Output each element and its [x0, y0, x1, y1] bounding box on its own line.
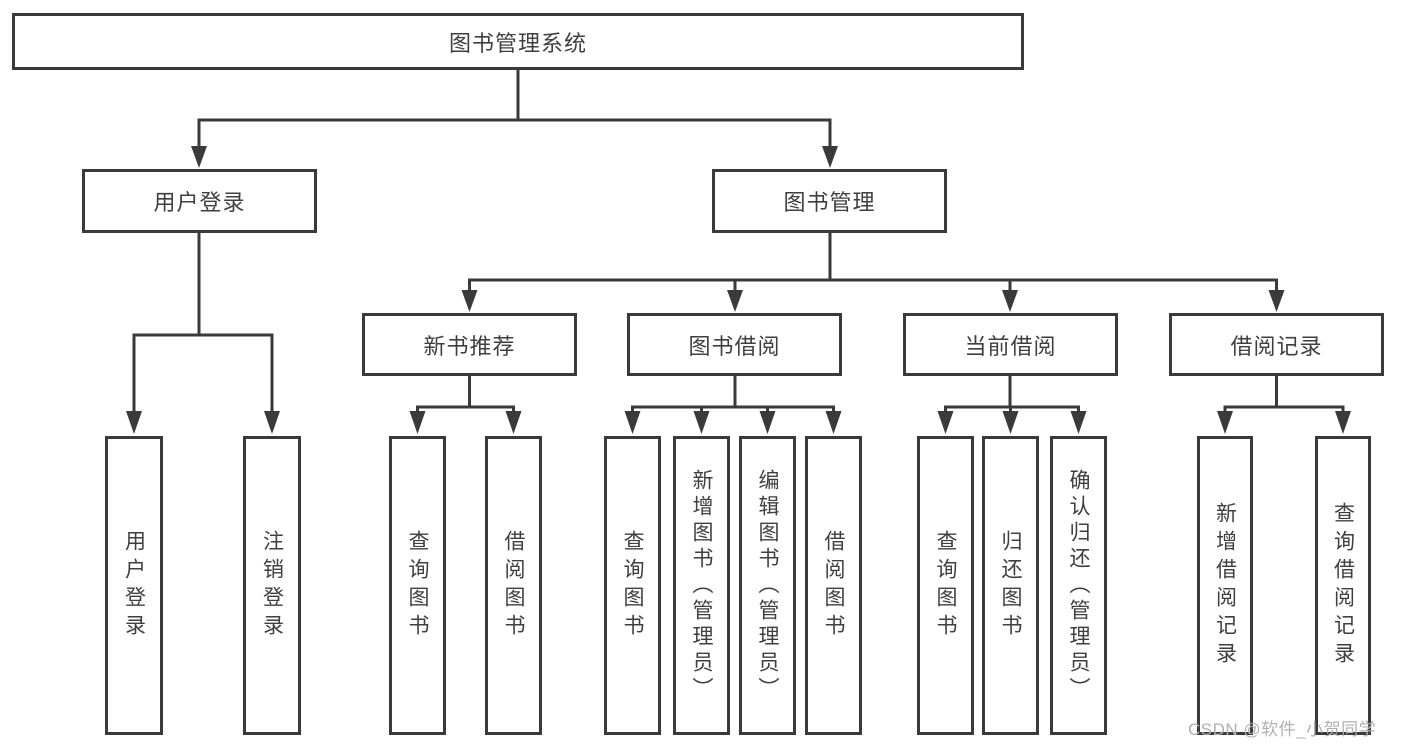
leaf-query-borrow-record-label: 查询借阅记录	[1331, 501, 1355, 670]
leaf-return-book-label: 归还图书	[999, 529, 1022, 642]
node-root: 图书管理系统	[12, 13, 1024, 70]
leaf-borrow-book-1: 借阅图书	[485, 436, 542, 735]
leaf-query-borrow-record: 查询借阅记录	[1315, 436, 1371, 735]
leaf-return-book: 归还图书	[982, 436, 1039, 735]
node-new-book-recommend-label: 新书推荐	[423, 333, 516, 359]
leaf-query-book-3-label: 查询图书	[934, 529, 957, 642]
node-book-borrow: 图书借阅	[627, 313, 842, 376]
leaf-borrow-book-1-label: 借阅图书	[502, 529, 525, 642]
csdn-watermark: CSDN @软件_小贺同学	[1188, 720, 1377, 739]
node-new-book-recommend: 新书推荐	[362, 313, 577, 376]
leaf-query-book-1-label: 查询图书	[406, 529, 429, 642]
leaf-query-book-2: 查询图书	[604, 436, 661, 735]
leaf-logout-label: 注销登录	[260, 529, 284, 642]
leaf-user-login: 用户登录	[105, 436, 163, 735]
leaf-borrow-book-2: 借阅图书	[805, 436, 862, 735]
node-book-borrow-label: 图书借阅	[688, 333, 781, 359]
leaf-borrow-book-2-label: 借阅图书	[822, 529, 845, 642]
leaf-confirm-return-admin-label: 确认归还（管理员）	[1067, 468, 1090, 703]
leaf-add-borrow-record: 新增借阅记录	[1197, 436, 1253, 735]
node-user-login-branch: 用户登录	[82, 169, 317, 233]
leaf-query-book-2-label: 查询图书	[621, 529, 644, 642]
leaf-logout: 注销登录	[243, 436, 301, 735]
node-current-borrow: 当前借阅	[903, 313, 1118, 376]
leaf-add-book-admin: 新增图书（管理员）	[673, 436, 730, 735]
node-current-borrow-label: 当前借阅	[964, 333, 1057, 359]
node-book-management: 图书管理	[712, 169, 947, 233]
node-user-login-branch-label: 用户登录	[153, 190, 246, 215]
leaf-confirm-return-admin: 确认归还（管理员）	[1050, 436, 1107, 735]
leaf-query-book-1: 查询图书	[389, 436, 446, 735]
node-root-label: 图书管理系统	[448, 30, 587, 56]
leaf-add-borrow-record-label: 新增借阅记录	[1213, 501, 1237, 670]
leaf-edit-book-admin-label: 编辑图书（管理员）	[756, 468, 779, 703]
leaf-query-book-3: 查询图书	[917, 436, 974, 735]
leaf-edit-book-admin: 编辑图书（管理员）	[739, 436, 796, 735]
node-borrow-record-label: 借阅记录	[1230, 333, 1323, 359]
node-book-management-label: 图书管理	[783, 190, 876, 215]
leaf-add-book-admin-label: 新增图书（管理员）	[690, 468, 713, 703]
node-borrow-record: 借阅记录	[1169, 313, 1384, 376]
leaf-user-login-label: 用户登录	[122, 529, 146, 642]
arrowheads	[126, 146, 1351, 434]
